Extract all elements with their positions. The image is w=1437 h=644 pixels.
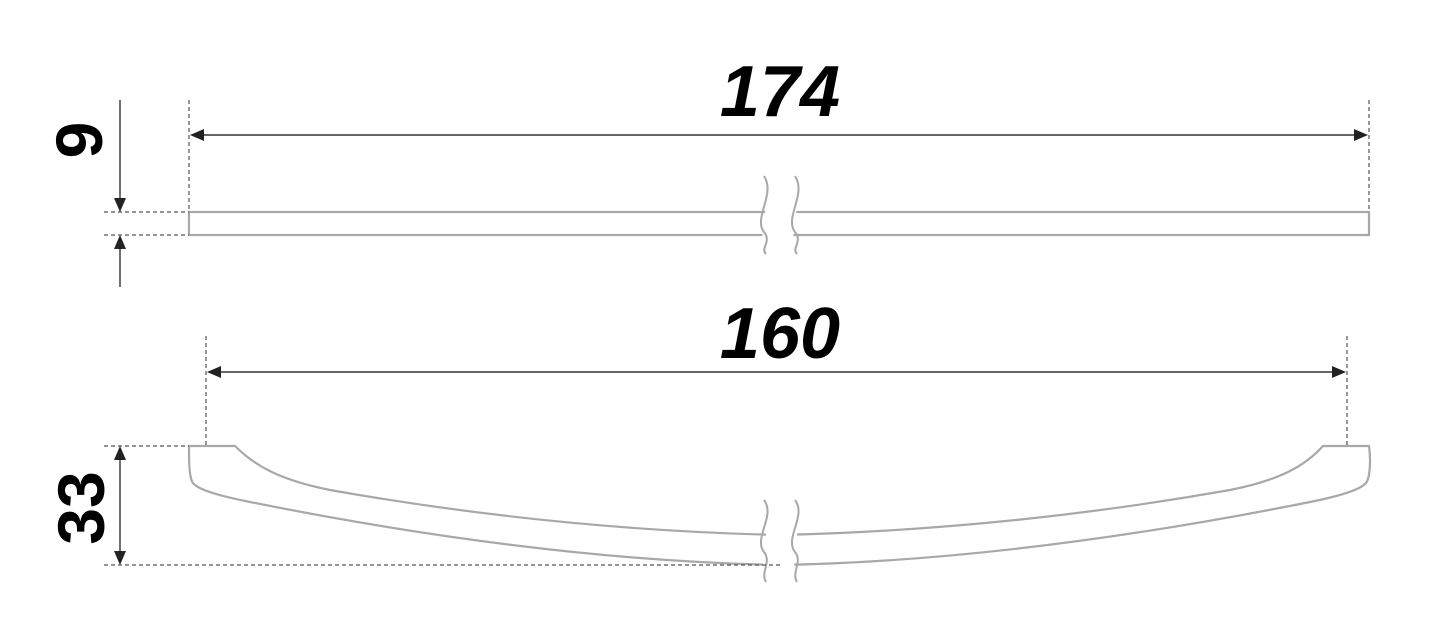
side-spacing-label: 160	[720, 294, 840, 374]
side-height-label: 33	[44, 471, 118, 544]
side-spacing-arrow-right	[1332, 366, 1346, 378]
side-height-arrow-bottom	[114, 551, 126, 565]
top-length-arrow-left	[190, 129, 204, 141]
top-thickness-arrow-top	[114, 198, 126, 212]
side-view-outline	[187, 444, 1372, 567]
side-view-break-mark	[759, 499, 800, 583]
side-height-arrow-top	[114, 446, 126, 460]
top-length-arrow-right	[1354, 129, 1368, 141]
top-thickness-arrow-bottom	[114, 235, 126, 249]
top-view-break-mark	[759, 175, 800, 255]
top-length-label: 174	[720, 52, 840, 132]
side-view: 160 33	[44, 294, 1372, 583]
top-thickness-label: 9	[42, 122, 116, 159]
side-spacing-arrow-left	[207, 366, 221, 378]
top-view: 174 9	[42, 52, 1371, 287]
